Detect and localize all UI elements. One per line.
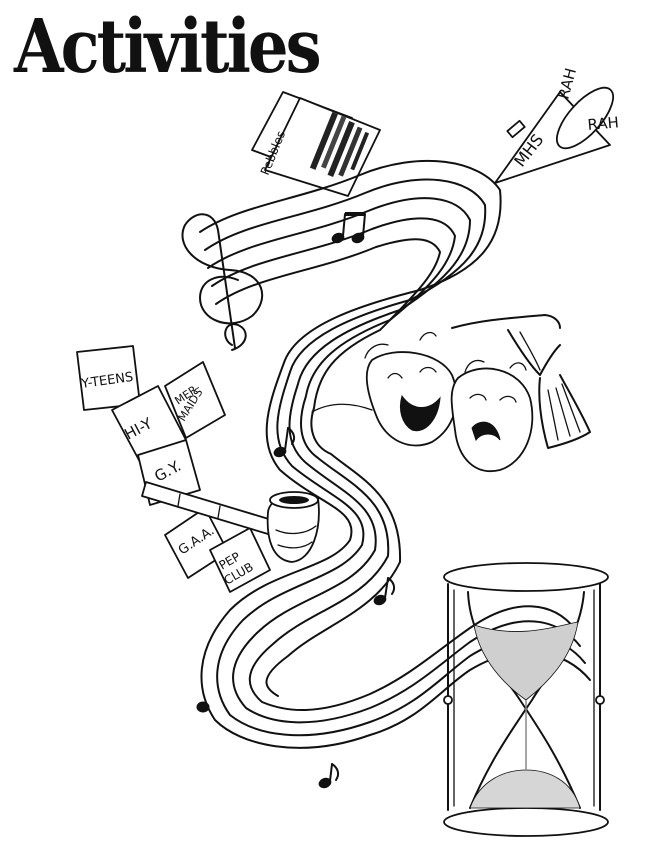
tragedy-mask-icon — [450, 359, 534, 473]
svg-text:Y-TEENS: Y-TEENS — [79, 370, 134, 392]
music-note-icon-2 — [373, 577, 396, 606]
comedy-mask-icon — [311, 331, 458, 447]
music-note-icon-3 — [318, 763, 340, 789]
eighth-notes-icon — [331, 212, 366, 244]
music-note-icon-4 — [196, 701, 210, 713]
page-title: Activities — [14, 4, 322, 91]
newspaper-illustration: Pebbles — [251, 91, 381, 197]
club-card-y-teens: Y-TEENS — [76, 345, 141, 411]
cheer-text-2: RAH — [587, 113, 620, 134]
club-card-pep-club: PEP CLUB — [209, 527, 271, 593]
club-card-mermaids: MER- MAIDS — [164, 361, 226, 439]
peace-pipe-illustration — [141, 481, 320, 563]
music-ribbon — [199, 159, 591, 749]
cheer-text-1: RAH — [554, 66, 580, 101]
megaphone-illustration: MHS RAH RAH — [494, 66, 620, 184]
curtain-illustration — [451, 314, 591, 449]
treble-clef-icon — [181, 213, 264, 351]
music-note-icon-1 — [273, 427, 296, 458]
hourglass-illustration — [443, 562, 609, 837]
